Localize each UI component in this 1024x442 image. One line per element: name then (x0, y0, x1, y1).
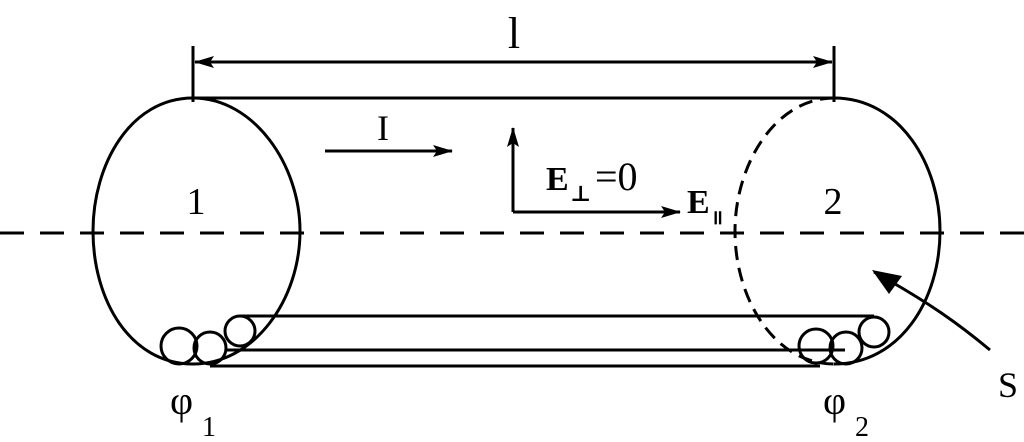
wire-bundle (159, 314, 891, 368)
phi1-label: φ 1 (170, 378, 216, 442)
svg-text:2: 2 (855, 412, 869, 442)
length-label: l (508, 9, 520, 58)
field-vectors (507, 127, 681, 218)
svg-text:=0: =0 (595, 154, 638, 199)
surface-pointer (872, 270, 991, 352)
svg-text:E: E (546, 161, 569, 198)
svg-text:φ: φ (170, 378, 193, 423)
svg-text:॥: ॥ (711, 207, 723, 229)
current-label: I (377, 108, 389, 148)
surface-label: S (998, 365, 1018, 405)
e-parallel-label: E ॥ (687, 184, 723, 229)
e-perp-label: E ⊥ =0 (546, 154, 638, 206)
svg-text:⊥: ⊥ (570, 181, 591, 206)
svg-text:1: 1 (202, 412, 216, 442)
end1-label: 1 (187, 181, 206, 223)
phi2-label: φ 2 (823, 378, 869, 442)
length-dimension (191, 46, 836, 102)
end2-label: 2 (824, 181, 843, 223)
cylinder-body (91, 96, 942, 366)
svg-text:φ: φ (823, 378, 846, 423)
svg-text:E: E (687, 184, 710, 221)
